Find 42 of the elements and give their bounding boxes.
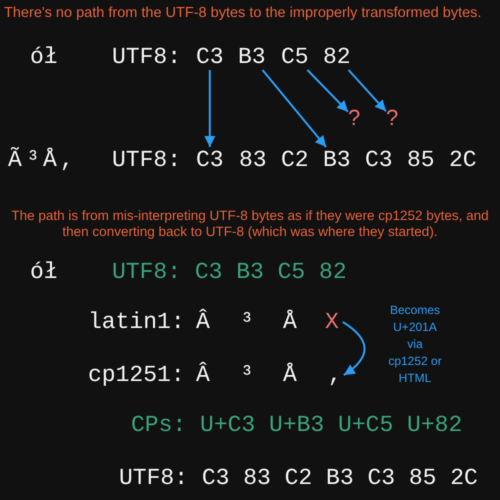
- code-points: CPs: U+C3 U+B3 U+C5 U+82: [131, 412, 462, 438]
- character: Å: [283, 309, 297, 335]
- byte-sequence: UTF8: C3 83 C2 B3 C3 85 2C: [119, 465, 478, 491]
- byte-value: B3: [323, 147, 351, 173]
- character: ,: [60, 147, 74, 173]
- byte-value: B3: [238, 44, 266, 70]
- arrow: [306, 69, 349, 112]
- character: ³: [240, 362, 254, 388]
- character-string: ół: [30, 259, 58, 285]
- byte-sequence: UTF8: C3 B3 C5 82: [112, 259, 347, 285]
- byte-value: 85: [407, 147, 435, 173]
- character: ³: [240, 309, 254, 335]
- note: The path is from mis-interpreting UTF-8 bytes as if they were cp1252 bytes, and then converting back to UTF-8 (which was where they started).: [10, 208, 490, 240]
- character: Â: [196, 309, 210, 335]
- arrow: [348, 69, 387, 112]
- character: Å: [43, 147, 57, 173]
- encoding-label: UTF8:: [112, 44, 182, 70]
- arrow: [262, 69, 327, 148]
- byte-value: C5: [281, 44, 309, 70]
- x-mark: X: [325, 309, 339, 335]
- byte-value: 82: [323, 44, 351, 70]
- question-mark: ?: [386, 105, 398, 131]
- title: There's no path from the UTF-8 bytes to the improperly transformed bytes.: [4, 4, 482, 22]
- comma-character: ,: [328, 362, 342, 388]
- byte-value: C3: [365, 147, 393, 173]
- character-string: ół: [30, 44, 58, 70]
- edge-label: Becomes U+201A via cp1252 or HTML: [388, 302, 442, 387]
- arrow: [342, 321, 366, 376]
- byte-value: C3: [196, 44, 224, 70]
- byte-value: 83: [239, 147, 267, 173]
- encoding-label: UTF8:: [112, 147, 182, 173]
- byte-value: C2: [281, 147, 309, 173]
- byte-value: C3: [196, 147, 224, 173]
- arrow: [204, 70, 216, 147]
- character: Â: [196, 362, 210, 388]
- encoding-label: latin1:: [88, 309, 185, 335]
- character: ³: [26, 147, 40, 173]
- character: Å: [283, 362, 297, 388]
- byte-value: 2C: [449, 147, 477, 173]
- character: Ã: [8, 147, 22, 173]
- question-mark: ?: [348, 105, 360, 131]
- encoding-label: cp1251:: [88, 362, 185, 388]
